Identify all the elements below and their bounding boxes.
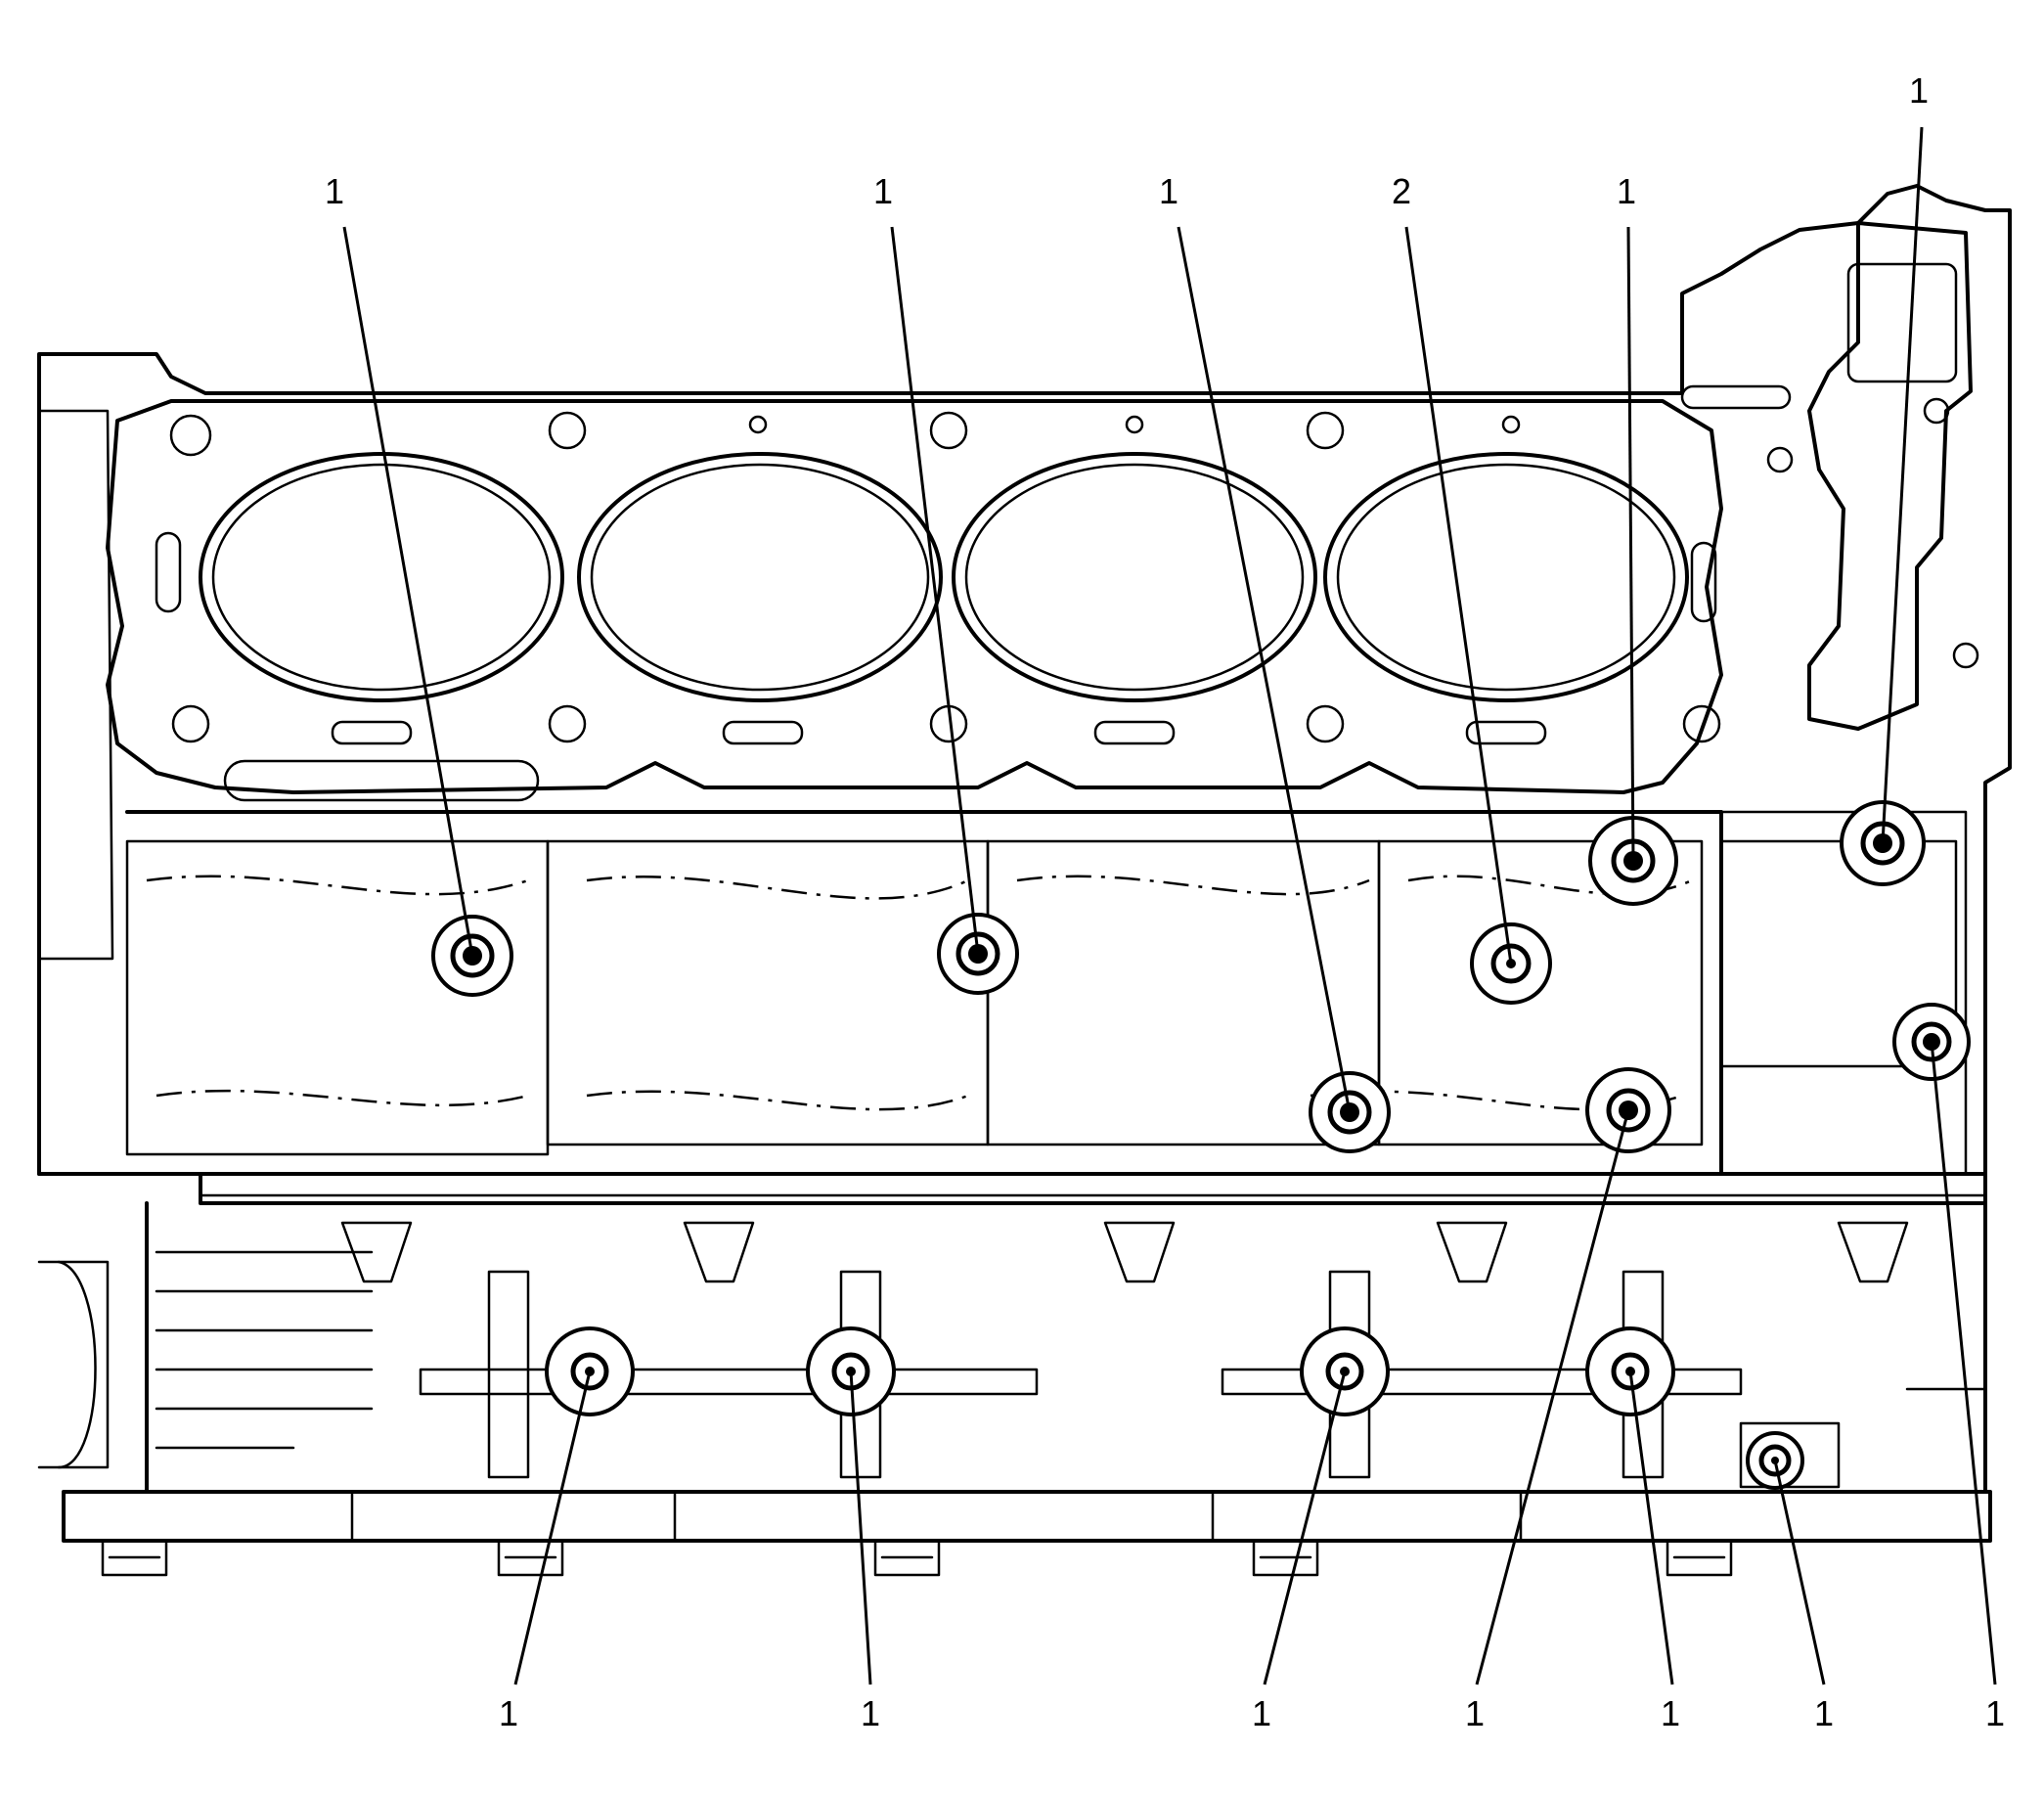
leader-lines <box>342 126 1997 1685</box>
callout-label: 1 <box>1814 1693 1834 1733</box>
oil-pan-bolts <box>101 1539 1733 1577</box>
callout-label: 2 <box>1392 171 1411 211</box>
callout-label: 1 <box>861 1693 880 1733</box>
callout-label: 1 <box>1909 70 1929 111</box>
callout-label: 1 <box>325 171 344 211</box>
engine-block <box>37 184 2012 1577</box>
callout-label: 1 <box>1617 171 1636 211</box>
callout-label: 1 <box>1159 171 1178 211</box>
callout-label: 1 <box>1985 1693 2005 1733</box>
callout-label: 1 <box>873 171 893 211</box>
callout-labels: 1 1 1 2 1 1 1 1 1 1 1 1 1 <box>325 70 2005 1733</box>
callout-label: 1 <box>499 1693 518 1733</box>
callout-label: 1 <box>1465 1693 1485 1733</box>
callout-label: 1 <box>1661 1693 1680 1733</box>
callout-label: 1 <box>1252 1693 1271 1733</box>
